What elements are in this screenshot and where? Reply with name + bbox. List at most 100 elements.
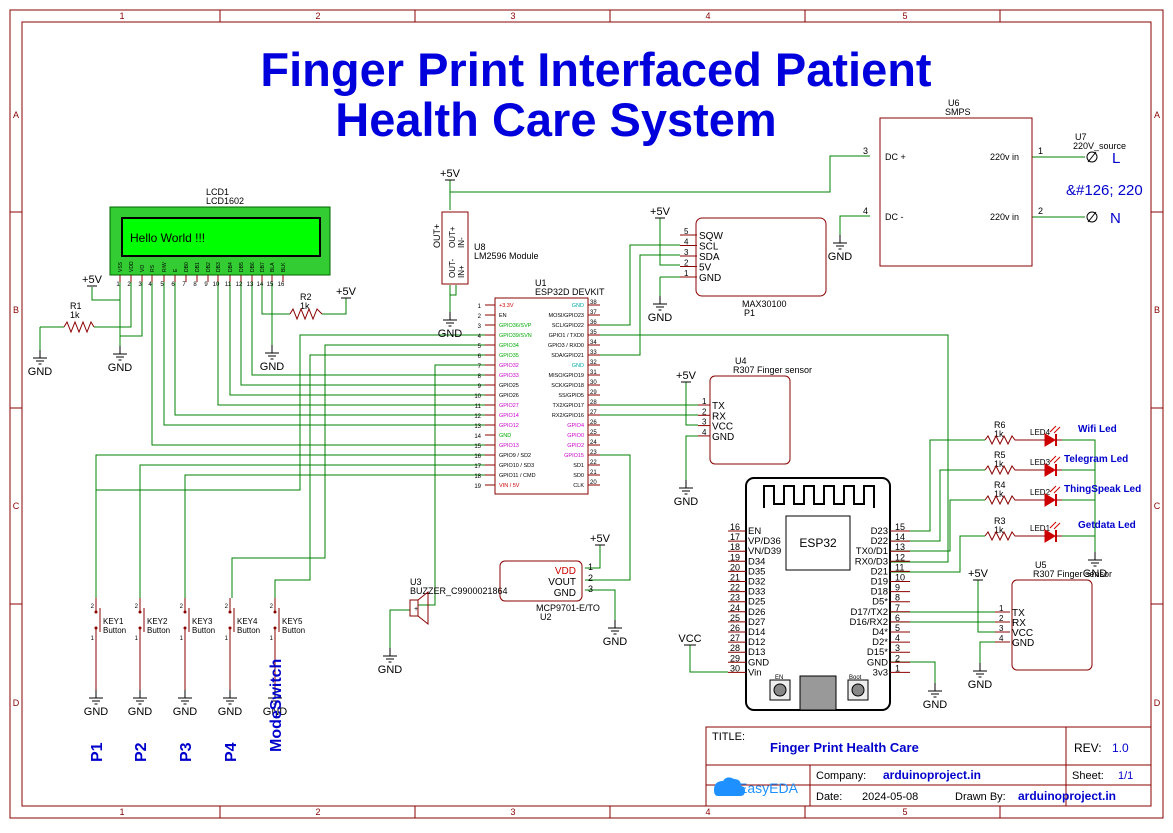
gnd-label: GND bbox=[108, 362, 133, 374]
esp32-board-pin-number: 24 bbox=[730, 603, 740, 613]
esp32-board-pin-number: 13 bbox=[895, 542, 905, 552]
esp32-board-pin-name: RX0/D3 bbox=[855, 556, 888, 567]
lcd-pin-name: DB5 bbox=[239, 262, 245, 272]
gnd-label: GND bbox=[260, 361, 285, 373]
u1-pin-name: GPIO32 bbox=[499, 363, 519, 369]
esp32-board-pin-name: D19 bbox=[871, 577, 888, 588]
tb-date-value: 2024-05-08 bbox=[862, 791, 918, 803]
u1-pin-number: 1 bbox=[478, 304, 482, 310]
u1-pin-name: TX2/GPIO17 bbox=[553, 403, 585, 409]
lm2596-pin-outm: OUT- bbox=[448, 259, 457, 278]
u4-pins-pin-name: TX bbox=[712, 401, 725, 412]
u3-ref: U3 bbox=[410, 577, 422, 587]
esp32-board-pin-name: GND bbox=[867, 657, 888, 668]
plus5v-label: +5V bbox=[336, 286, 357, 298]
sheet-frame bbox=[9, 9, 1164, 819]
tb-sheet-value: 1/1 bbox=[1118, 770, 1133, 782]
plus5v-label: +5V bbox=[590, 533, 611, 545]
lm2596-pin-outp2: OUT+ bbox=[448, 226, 457, 248]
u1-pin-name: GPIO39/SVN bbox=[499, 333, 532, 339]
plus5v-symbol: +5V bbox=[650, 206, 671, 219]
u1-pin-name: GND bbox=[572, 303, 584, 309]
esp32-board-pin-number: 27 bbox=[730, 633, 740, 643]
lcd-pin-name: BLA bbox=[270, 262, 276, 272]
gnd-symbol: GND bbox=[674, 480, 699, 508]
u6-pin-1: 1 bbox=[1038, 146, 1043, 156]
key-label: P1 bbox=[89, 742, 106, 762]
frame-col-5: 5 bbox=[902, 11, 907, 21]
led-ref: LED1 bbox=[1030, 524, 1051, 533]
lcd-pin-number: 8 bbox=[193, 282, 197, 288]
u1-pin-name: GPIO2 bbox=[567, 443, 584, 449]
u4-value: R307 Finger sensor bbox=[733, 365, 812, 375]
u1-pin-number: 32 bbox=[590, 360, 597, 366]
u4-pins-pin-name: GND bbox=[712, 432, 734, 443]
max-pins-pin-name: SDA bbox=[699, 252, 720, 263]
u1-pin-number: 28 bbox=[590, 400, 597, 406]
u5-ref: U5 bbox=[1035, 560, 1047, 570]
lcd-pin-number: 1 bbox=[116, 282, 120, 288]
u1-pin-name: SD1 bbox=[573, 463, 584, 469]
frame-row-d: D bbox=[13, 698, 20, 708]
frame-col-1-bottom: 1 bbox=[119, 807, 124, 817]
esp32-board-pin-name: D34 bbox=[748, 556, 765, 567]
u1-pin-name: GPIO1 / TXD0 bbox=[549, 333, 584, 339]
esp32-board-pin-number: 12 bbox=[895, 552, 905, 562]
tb-drawn-label: Drawn By: bbox=[955, 791, 1006, 803]
esp32-board-pin-number: 26 bbox=[730, 623, 740, 633]
u1-pin-name: GPIO27 bbox=[499, 403, 519, 409]
esp32-board-pin-number: 16 bbox=[730, 522, 740, 532]
u2-ref: U2 bbox=[540, 612, 552, 622]
u4-pins-pin-number: 4 bbox=[702, 428, 707, 437]
lcd-pin-name: VO bbox=[140, 265, 146, 272]
u7-neutral-label: N bbox=[1110, 210, 1121, 227]
u2-pin-gnd: GND bbox=[554, 588, 576, 599]
svg-text:2: 2 bbox=[91, 604, 95, 610]
esp32-board-pin-number: 6 bbox=[895, 613, 900, 623]
key-label: P2 bbox=[133, 742, 150, 762]
frame-row-c-right: C bbox=[1154, 501, 1161, 511]
u6-pin-220a: 220v in bbox=[990, 152, 1019, 162]
svg-text:2: 2 bbox=[225, 604, 229, 610]
u1-pin-name: GPIO12 bbox=[499, 423, 519, 429]
tb-rev-value: 1.0 bbox=[1112, 741, 1129, 755]
u1-pin-name: SCK/GPIO18 bbox=[551, 383, 584, 389]
u4-pins-pin-number: 3 bbox=[702, 418, 707, 427]
gnd-label: GND bbox=[438, 328, 463, 340]
u6-pin-2: 2 bbox=[1038, 206, 1043, 216]
esp32-board-pin-number: 18 bbox=[730, 542, 740, 552]
gnd-label: GND bbox=[828, 251, 853, 263]
u1-pin-number: 23 bbox=[590, 450, 597, 456]
u4-pins-pin-number: 2 bbox=[702, 407, 707, 416]
u1-pin-number: 7 bbox=[478, 364, 482, 370]
frame-row-d-right: D bbox=[1154, 698, 1161, 708]
u1-pin-number: 31 bbox=[590, 370, 597, 376]
gnd-label: GND bbox=[674, 496, 699, 508]
esp32-board-pin-number: 30 bbox=[730, 663, 740, 673]
gnd-label: GND bbox=[263, 706, 288, 718]
u1-pin-number: 18 bbox=[474, 474, 481, 480]
lm2596-value: LM2596 Module bbox=[474, 251, 539, 261]
esp32-board-pin-number: 7 bbox=[895, 603, 900, 613]
gnd-symbol: GND bbox=[378, 648, 402, 676]
lm2596-pin-inm: IN- bbox=[457, 237, 466, 248]
frame-col-1: 1 bbox=[119, 11, 124, 21]
frame-col-2-bottom: 2 bbox=[315, 807, 320, 817]
esp32-board-pin-name: D15* bbox=[867, 647, 888, 658]
u5-pins-pin-number: 2 bbox=[999, 614, 1004, 623]
led-label: Telegram Led bbox=[1064, 454, 1128, 465]
key-type: Button bbox=[103, 626, 126, 635]
frame-col-5-bottom: 5 bbox=[902, 807, 907, 817]
esp32-board-pin-name: GND bbox=[748, 657, 769, 668]
u1-pin-number: 21 bbox=[590, 470, 597, 476]
esp32-board-pin-number: 11 bbox=[895, 562, 904, 572]
resistor-r1: R1 1k bbox=[63, 301, 95, 334]
frame-row-b: B bbox=[13, 305, 19, 315]
